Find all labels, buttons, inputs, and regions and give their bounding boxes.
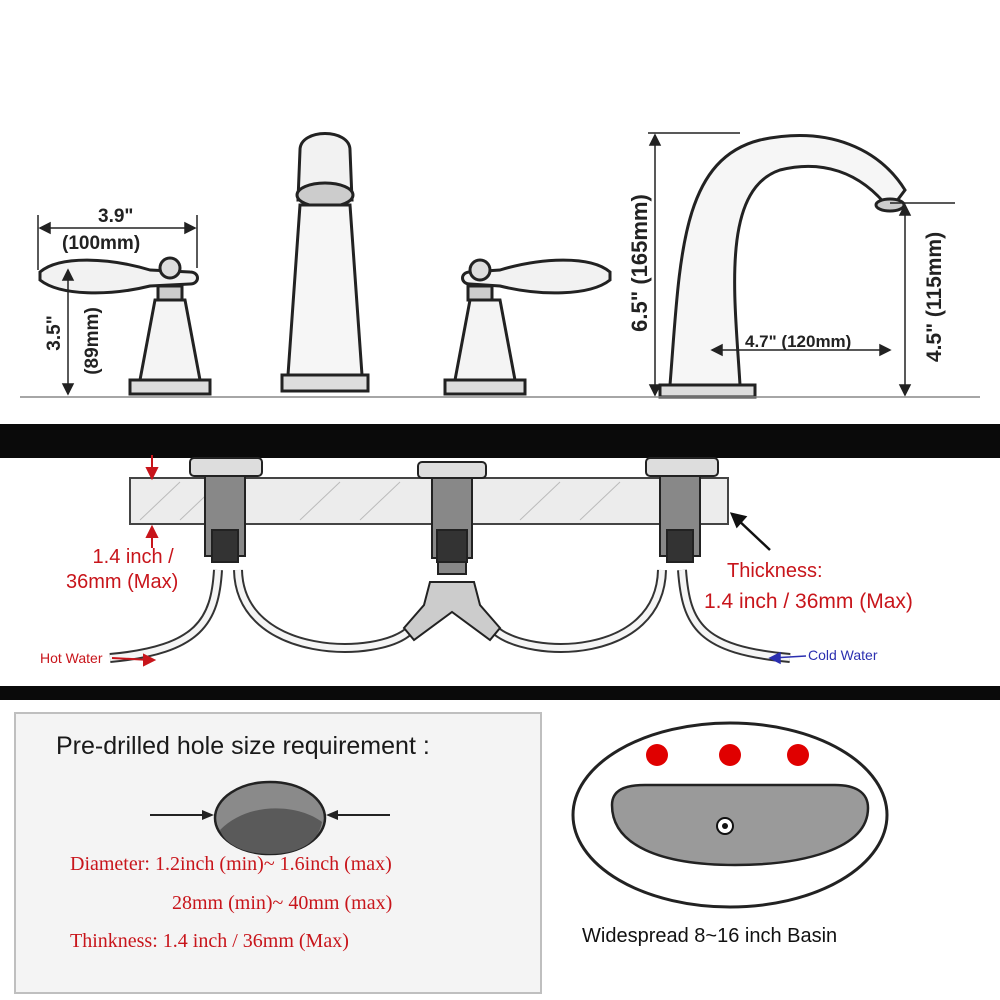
left-handle-drawing	[38, 256, 212, 396]
thickness-value: 1.4 inch / 36mm (Max)	[704, 590, 913, 613]
diameter-label: Diameter:	[70, 853, 150, 875]
handle-width-label: 3.9"	[98, 206, 134, 227]
thinkness-value: 1.4 inch / 36mm (Max)	[162, 930, 349, 952]
spout-reach-label: 4.7" (120mm)	[745, 332, 852, 351]
thickness-label: Thickness:	[727, 560, 823, 582]
shanks	[189, 457, 719, 563]
faucet-dimension-drawing	[20, 132, 980, 399]
basin-bowl	[610, 783, 870, 867]
diameter-mm-value: 28mm (min)~ 40mm (max)	[172, 892, 393, 914]
deck-thickness-left-label: 1.4 inch / 36mm (Max)	[66, 545, 178, 595]
basin-caption: Widespread 8~16 inch Basin	[582, 925, 838, 947]
separator-band-top	[0, 424, 1000, 458]
thickness-pointer	[729, 512, 771, 551]
handle-width-mm-label: (100mm)	[62, 233, 141, 254]
deck-thickness-left-line2: 36mm (Max)	[66, 571, 179, 593]
hot-water-label: Hot Water	[40, 650, 103, 666]
diameter-inch-value: 1.2inch (min)~ 1.6inch (max)	[154, 853, 392, 875]
dimension-lines	[20, 132, 980, 398]
thinkness-row: Thinkness: 1.4 inch / 36mm (Max)	[70, 930, 349, 953]
center-spray-drawing	[280, 132, 370, 393]
diameter-row: Diameter: 1.2inch (min)~ 1.6inch (max)	[70, 853, 392, 876]
faucet-hole-right	[787, 744, 809, 766]
red-arrows	[111, 455, 159, 667]
blue-arrow	[768, 651, 807, 665]
basin-outline	[571, 721, 889, 909]
deck-thickness-left-line1: 1.4 inch /	[92, 546, 174, 568]
installation-diagram	[109, 455, 807, 667]
cold-water-label: Cold Water	[808, 647, 878, 663]
tee-connector	[402, 561, 502, 642]
faucet-hole-center	[719, 744, 741, 766]
right-handle-drawing	[443, 258, 612, 396]
hole-requirement-title: Pre-drilled hole size requirement :	[56, 732, 430, 760]
thinkness-label: Thinkness:	[70, 930, 158, 952]
drain-hole	[716, 817, 734, 835]
faucet-hole-left	[646, 744, 668, 766]
separator-band-bottom	[0, 686, 1000, 700]
